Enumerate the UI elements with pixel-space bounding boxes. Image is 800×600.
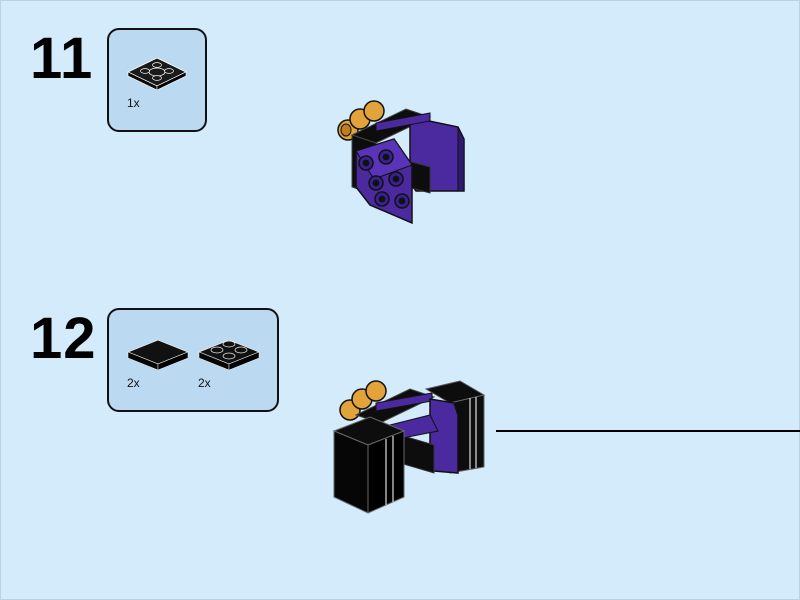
- part-quantity: 1x: [127, 96, 140, 110]
- callout-connector-line: [496, 430, 800, 432]
- step-number: 11: [30, 26, 94, 91]
- part-quantity: 2x: [198, 376, 211, 390]
- parts-callout-box: 1x: [107, 28, 207, 132]
- part-quantity: 2x: [127, 376, 140, 390]
- tile-2x2-icon: [127, 339, 189, 371]
- plate-2x2-icon: [198, 339, 260, 371]
- turntable-plate-2x2-icon: [127, 57, 187, 90]
- plate-studs: [358, 149, 410, 209]
- step12-assembly-model: [332, 380, 486, 514]
- orange-element: [339, 380, 387, 421]
- orange-element: [337, 100, 385, 141]
- step-number: 12: [30, 306, 97, 371]
- parts-callout-box: 2x 2x: [107, 308, 279, 412]
- step11-assembly-model: [337, 100, 465, 225]
